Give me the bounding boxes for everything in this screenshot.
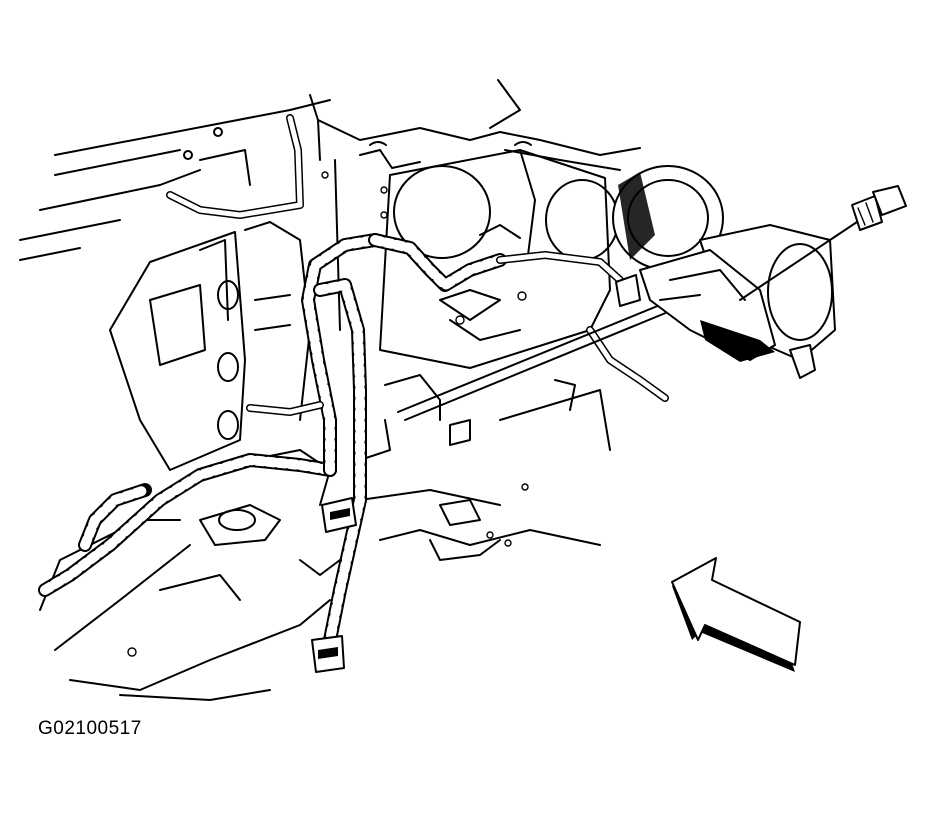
firewall-panel	[317, 119, 619, 369]
left-bracket-panel	[109, 221, 311, 471]
main-wiring-harness	[38, 233, 507, 647]
view-direction-arrow	[671, 557, 801, 672]
harness-connectors	[311, 274, 641, 673]
sensor-module	[612, 165, 907, 379]
thin-wires	[166, 114, 669, 421]
upper-body-panel	[19, 79, 641, 261]
figure-code: G02100517	[38, 718, 142, 739]
